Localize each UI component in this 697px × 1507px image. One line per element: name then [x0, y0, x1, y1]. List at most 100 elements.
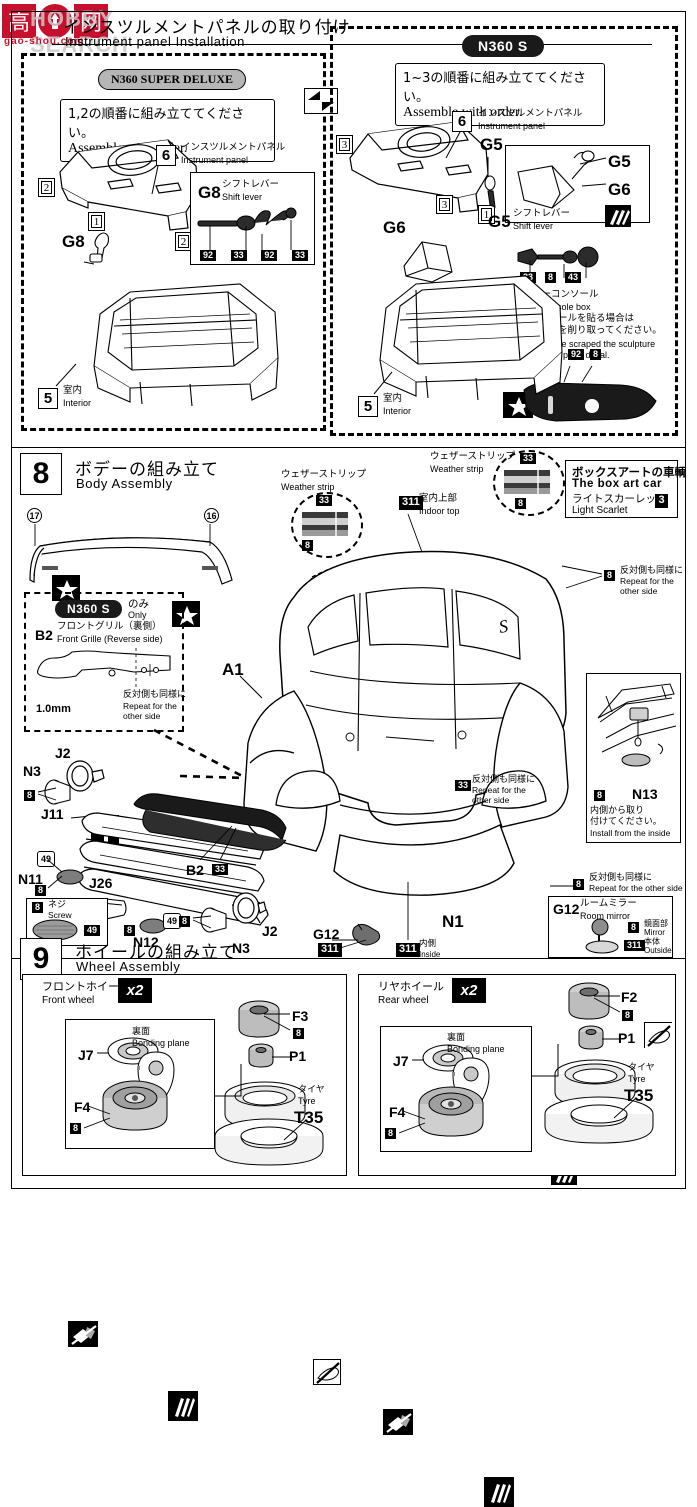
repeat-note-0-jp: 反対側も同様に	[620, 566, 684, 576]
callout-right-jp: 1~3の順番に組み立ててください。	[403, 71, 587, 105]
b2-name-en: Front Grille (Reverse side)	[57, 634, 163, 644]
watermark-cjk1: 高	[2, 4, 36, 38]
tag-b2-n360-s-text: N360 S	[67, 602, 111, 616]
interior-drawing-right	[379, 275, 563, 401]
g12-body-en: Outside	[644, 946, 672, 955]
rear-f4-part: 8	[385, 1128, 397, 1140]
page-frame	[11, 11, 686, 1189]
front-wheel-en: Front wheel	[42, 995, 95, 1006]
front-j7-label: J7	[78, 1047, 94, 1063]
front-tyre-en: Tyre	[298, 1096, 316, 1106]
rear-rim-drawing	[554, 1059, 636, 1107]
g5-shift-lever-small	[484, 157, 496, 208]
step-mark-2a: 2	[38, 178, 55, 197]
inside-note-en: Inside	[419, 950, 441, 959]
part-label-n3-bottom: N3	[232, 940, 250, 956]
front-f4-part: 8	[70, 1123, 82, 1135]
weather-strip-left-part-bottom: 8	[302, 540, 314, 552]
step-mark-1: 1	[88, 212, 105, 231]
rear-wheel-qty: x2	[452, 978, 486, 1003]
code-g12: G12	[553, 901, 580, 917]
weather-strip-right-jp: ウェザーストリップ	[430, 451, 516, 462]
part-label-g8-callout: G8	[62, 232, 85, 251]
rear-j7-label: J7	[393, 1053, 409, 1069]
weather-strip-left-en: Weather strip	[281, 482, 335, 492]
part-label-n12: N12	[133, 934, 159, 950]
part-label-j2-bottom: J2	[262, 923, 278, 939]
weather-strip-right-part-top: 33	[520, 453, 537, 465]
box-art-color-num: 3	[655, 494, 668, 508]
n3-bottom-drawing	[200, 907, 227, 933]
g8-part-1: 33	[230, 250, 247, 262]
weather-strip-left-jp: ウェザーストリップ	[281, 469, 367, 480]
section8-number: 8	[20, 453, 62, 495]
part-label-j11: J11	[41, 806, 64, 822]
detail-label-g6: G6	[608, 180, 631, 199]
panel-front-wheel	[22, 974, 347, 1176]
box-art-color-jp: ライトスカーレット	[572, 493, 667, 505]
roof-circle-17: 17	[27, 508, 42, 523]
n11-part-49-top: 49	[37, 851, 55, 867]
indoor-top-en: Indoor top	[419, 506, 460, 516]
star-icon-g6	[503, 392, 533, 418]
g8-name-en: Shift lever	[222, 192, 263, 202]
front-hub-label: F3	[292, 1008, 309, 1024]
rear-tyre-code: T35	[624, 1086, 654, 1105]
b2-repeat-en1: Repeat for the	[123, 701, 177, 711]
scrape-icon-rear-wheel	[484, 1477, 514, 1507]
n3-top-drawing	[44, 779, 71, 805]
repeat-note-1-jp: 反対側も同様に	[472, 775, 536, 785]
repeat-note-2-en1: Repeat for the other side	[589, 883, 683, 893]
front-hub-f3-drawing	[238, 1000, 280, 1038]
g8-part-0: 92	[200, 250, 217, 262]
header-rule	[52, 44, 652, 45]
code-b2: B2	[35, 627, 53, 643]
front-wheel-jp: フロントホイール	[42, 980, 130, 993]
repeat-note-1-en1: Repeat for the	[472, 785, 526, 795]
tag-n360-s-text: N360 S	[478, 38, 528, 54]
g8-part-drawing	[197, 207, 297, 231]
front-bonding-en: Bonding plane	[132, 1038, 190, 1048]
g12-mirror-part: 8	[628, 922, 640, 934]
g12-mirror-small	[352, 923, 381, 946]
g8-part-2: 92	[261, 250, 278, 262]
panel-b2-front-grille	[24, 592, 184, 732]
g12-body-part: 311	[624, 940, 645, 952]
g5-name-jp: シフトレバー	[513, 208, 571, 219]
star-icon-roof-left	[52, 575, 80, 601]
tag-n360-super-deluxe: N360 SUPER DELUXE	[98, 69, 247, 90]
section9-number: 9	[20, 938, 62, 980]
b2-repeat-jp: 反対側も同様に	[123, 690, 187, 700]
instrument-panel-drawing-right	[349, 121, 489, 213]
front-hub-part: 8	[293, 1028, 305, 1040]
rear-hub-f2-drawing	[568, 982, 610, 1020]
part-label-g6-callout: G6	[383, 218, 406, 237]
rear-wheel-inner-box	[380, 1026, 532, 1152]
b2-dimension: 1.0mm	[36, 703, 71, 715]
inside-note-jp: 内側	[419, 939, 437, 949]
label-instrument-panel-left: 6	[156, 145, 176, 166]
n13-jp2: 付けてください。	[590, 817, 662, 827]
weather-strip-right-circle	[493, 450, 565, 516]
g6-note-jp2: 彫刻を削り取ってください。	[539, 325, 662, 336]
g12-callout-code: G12	[313, 926, 340, 942]
g12-body-jp: 本体	[644, 937, 660, 946]
rear-tyre-drawing	[544, 1096, 654, 1144]
g5-part-drawing	[517, 246, 599, 268]
b2-name-jp: フロントグリル（裏側）	[57, 621, 162, 632]
interior-en-left: Interior	[63, 398, 92, 408]
paint-brush-icon-g5	[605, 205, 631, 227]
box-art-jp: ボックスアートの車輌	[572, 465, 686, 479]
weather-strip-left-circle	[291, 492, 363, 558]
part-label-j2-top: J2	[55, 745, 71, 761]
no-paint-icon-front	[313, 1359, 341, 1385]
g5-part-1: 8	[545, 272, 557, 284]
n12-part-8: 8	[124, 925, 136, 937]
n3-bottom-part: 8	[179, 916, 191, 928]
body-label-a1: A1	[222, 660, 244, 679]
g5-name-en: Shift lever	[513, 221, 554, 231]
label-interior-left: 5	[38, 388, 58, 409]
caption-instrument-panel-en-left: Instrument panel	[181, 155, 249, 165]
repeat-note-0-en1: Repeat for the	[620, 576, 674, 586]
caption-instrument-panel-jp-right: インスツルメントパネル	[478, 108, 583, 119]
